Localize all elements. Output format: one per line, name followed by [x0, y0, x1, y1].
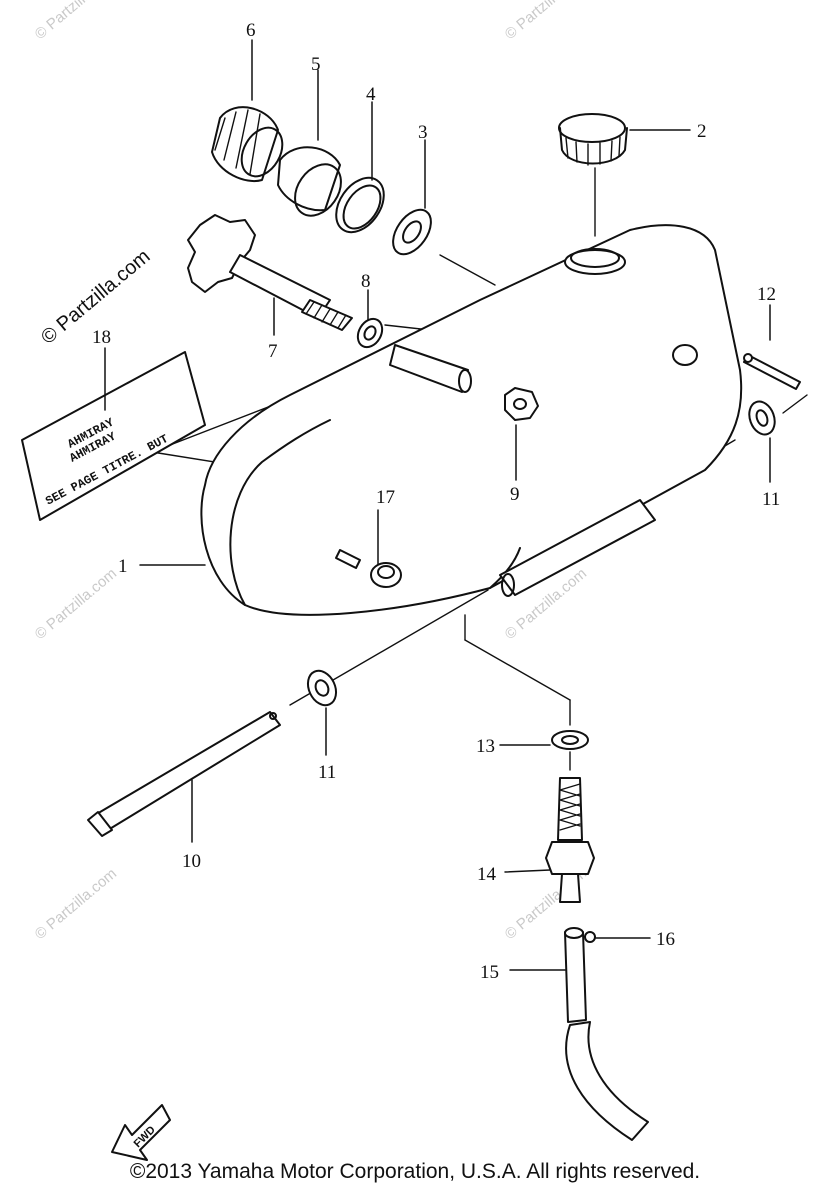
- fwd-arrow-icon: [111, 1104, 171, 1161]
- callout-3: 3: [418, 122, 428, 143]
- callout-18: 18: [92, 327, 111, 348]
- callout-11-right: 11: [762, 489, 780, 510]
- filler-cap: [558, 113, 628, 166]
- watermark-tile: © Partzilla.com: [502, 0, 590, 43]
- callout-6: 6: [246, 20, 256, 41]
- watermark-tile: © Partzilla.com: [32, 865, 120, 943]
- gasket: [551, 730, 589, 750]
- callout-14: 14: [477, 864, 497, 885]
- callout-9: 9: [510, 484, 520, 505]
- seal-plate: [392, 208, 432, 256]
- hex-nut: [504, 387, 539, 421]
- oil-tank: [200, 224, 743, 616]
- ring: [335, 176, 385, 234]
- washer-right: [748, 400, 776, 436]
- collar: [277, 146, 342, 217]
- callout-11-lower: 11: [318, 762, 336, 783]
- long-bolt: [87, 711, 281, 837]
- washer: [356, 317, 384, 349]
- callout-10: 10: [182, 851, 201, 872]
- callout-8: 8: [361, 271, 371, 292]
- mounting-tube: [389, 344, 472, 393]
- watermark-tile: © Partzilla.com: [32, 0, 120, 43]
- cotter-pin: [743, 353, 801, 390]
- callout-12: 12: [757, 284, 776, 305]
- grommet: [335, 549, 402, 588]
- callout-2: 2: [697, 121, 707, 142]
- washer-lower: [306, 669, 338, 707]
- copyright-notice: ©2013 Yamaha Motor Corporation, U.S.A. A…: [129, 1160, 701, 1183]
- callout-7: 7: [268, 341, 278, 362]
- callout-15: 15: [480, 962, 499, 983]
- hose-clip: [584, 931, 596, 943]
- callout-numbers: 1 2 3 4 5 6 7 8 9 10 11 11 12 13 14 15 1…: [92, 20, 780, 983]
- callout-1: 1: [118, 556, 128, 577]
- callout-5: 5: [311, 54, 321, 75]
- caution-decal: [21, 351, 206, 521]
- threaded-nut: [211, 106, 284, 183]
- callout-leaders: [104, 39, 771, 971]
- callout-4: 4: [366, 84, 376, 105]
- watermark-tile: © Partzilla.com: [32, 565, 120, 643]
- strainer-fitting: [545, 777, 595, 903]
- hose: [564, 927, 649, 1141]
- callout-16: 16: [656, 929, 675, 950]
- callout-17: 17: [376, 487, 395, 508]
- filler-bolt: [187, 214, 353, 331]
- callout-13: 13: [476, 736, 495, 757]
